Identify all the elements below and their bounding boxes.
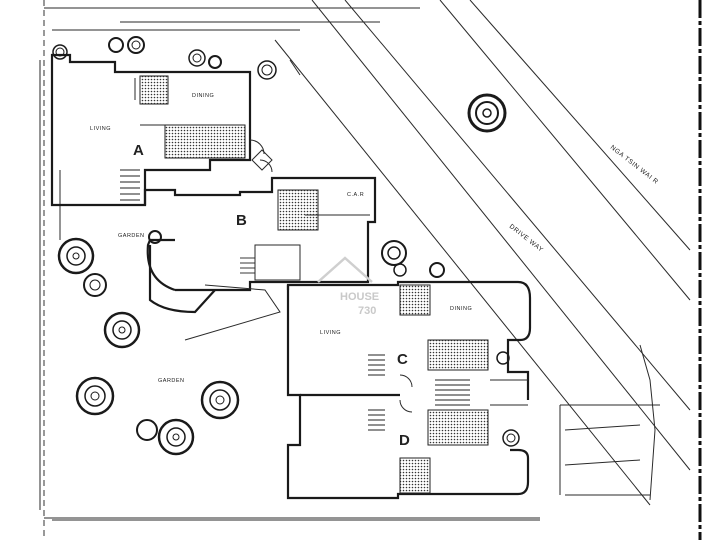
tree-icon: [57, 237, 95, 275]
tree-icon: [148, 230, 162, 244]
flat-a-plan: [50, 53, 265, 207]
tree-icon: [157, 418, 195, 456]
tree-icon: [188, 49, 206, 67]
parking-bays: [559, 344, 660, 501]
tree-icon: [393, 263, 407, 277]
flat-d-label: D: [399, 432, 410, 449]
garden-lower-label: GARDEN: [158, 378, 185, 384]
tree-icon: [502, 429, 520, 447]
tree-icon: [429, 262, 445, 278]
tree-icon: [75, 376, 115, 416]
road: [274, 0, 691, 506]
trees: [52, 36, 520, 456]
tree-icon: [108, 37, 124, 53]
watermark-brand: HOUSE: [340, 291, 379, 303]
watermark-number: 730: [358, 305, 376, 317]
tree-icon: [467, 93, 507, 133]
living-c-label: LIVING: [320, 330, 341, 336]
dining-a-label: DINING: [192, 93, 214, 99]
tree-icon: [208, 55, 222, 69]
tree-icon: [200, 380, 240, 420]
central-stair-core: [435, 379, 470, 406]
tree-icon: [83, 273, 107, 297]
road-name-label: NGA TSIN WAI R: [609, 144, 660, 186]
dining-c-label: DINING: [450, 306, 472, 312]
flat-d-stairs: [368, 409, 385, 431]
tree-icon: [52, 44, 68, 60]
car-port-label: C.A.R: [347, 192, 364, 198]
tree-icon: [136, 419, 158, 441]
tree-icon: [127, 36, 145, 54]
garden-upper-label: GARDEN: [118, 233, 145, 239]
flat-a-stairs: [120, 169, 140, 201]
flat-b-plan: [143, 149, 377, 341]
flats-c-d-plan: [286, 280, 532, 500]
living-a-label: LIVING: [90, 126, 111, 132]
tree-icon: [257, 60, 277, 80]
sheet-border: [43, 0, 702, 540]
flat-a-label: A: [133, 142, 144, 159]
tree-icon: [103, 311, 141, 349]
flat-b-stairs: [240, 257, 255, 274]
flat-c-label: C: [397, 351, 408, 368]
watermark: HOUSE 730: [317, 256, 379, 317]
flat-b-label: B: [236, 212, 247, 229]
tree-icon: [381, 240, 407, 266]
tree-icon: [496, 351, 510, 365]
drive-way-label: DRIVE WAY: [508, 223, 545, 254]
flat-c-stairs: [368, 354, 385, 376]
